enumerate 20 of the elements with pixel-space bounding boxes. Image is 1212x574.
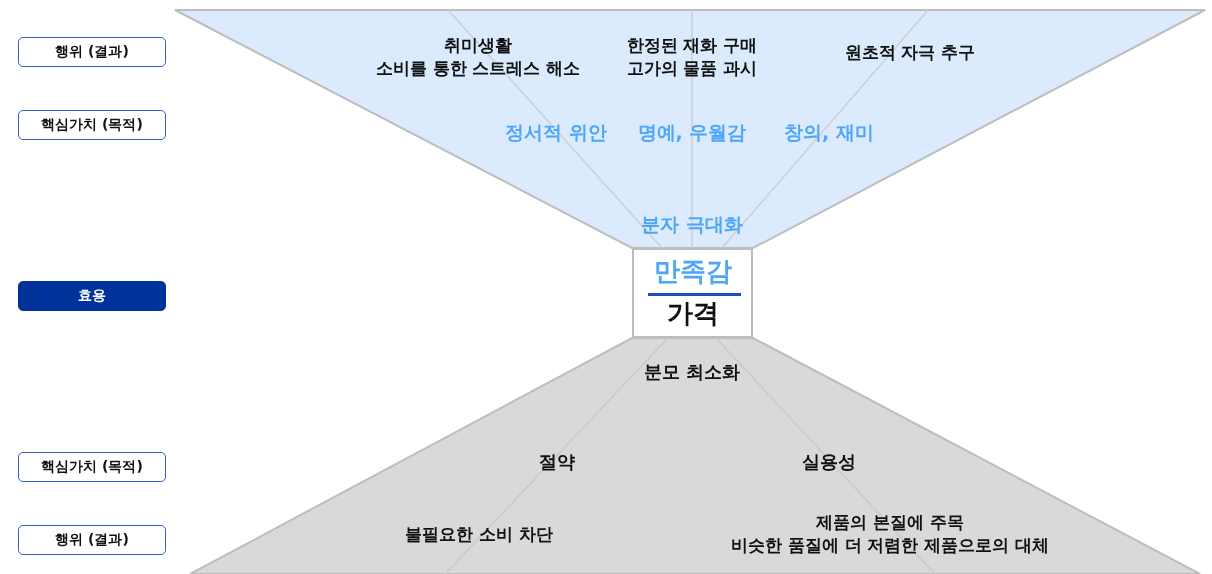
- numerator-text: 만족감: [652, 255, 733, 288]
- row-label: 행위 (결과): [18, 37, 166, 67]
- row-label: 핵심가치 (목적): [18, 452, 166, 482]
- value-text: 정서적 위안: [505, 120, 607, 146]
- action-text: 취미생활 소비를 통한 스트레스 해소: [375, 34, 581, 80]
- row-label: 효용: [18, 281, 166, 311]
- value-text: 창의, 재미: [784, 120, 874, 146]
- row-label: 핵심가치 (목적): [18, 110, 166, 140]
- action-text: 제품의 본질에 주목 비슷한 품질에 더 저렴한 제품으로의 대체: [730, 511, 1050, 557]
- action-text: 한정된 재화 구매 고가의 물품 과시: [626, 34, 758, 80]
- row-label: 행위 (결과): [18, 525, 166, 555]
- value-text: 실용성: [802, 449, 856, 474]
- strategy-text: 분모 최소화: [643, 359, 741, 384]
- value-text: 절약: [539, 449, 575, 474]
- action-text: 원초적 자극 추구: [844, 40, 976, 64]
- value-text: 명예, 우월감: [637, 120, 747, 146]
- ratio-box: [632, 248, 753, 338]
- action-text: 불필요한 소비 차단: [405, 522, 553, 546]
- denominator-text: 가격: [665, 297, 720, 330]
- strategy-text: 분자 극대화: [641, 212, 743, 238]
